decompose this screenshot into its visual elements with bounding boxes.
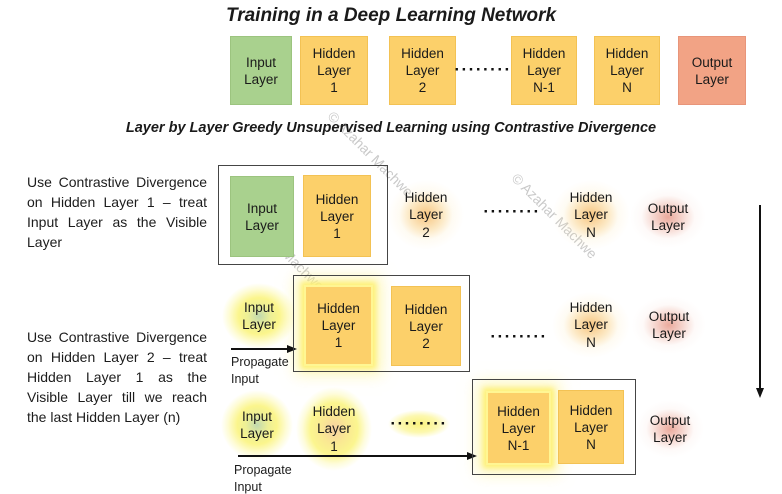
network-input-layer-box: Input Layer bbox=[230, 36, 292, 105]
network-hidden-layer-2-box: Hidden Layer 2 bbox=[389, 36, 456, 105]
step1-hidden-layer-n-faded: Hidden Layer N bbox=[552, 180, 630, 250]
step1-ellipsis-connector: ········ bbox=[483, 202, 541, 221]
step2-hidden-layer-2-box: Hidden Layer 2 bbox=[391, 286, 461, 366]
step3-ellipsis-connector: ········ bbox=[388, 410, 450, 438]
network-output-layer-box: Output Layer bbox=[678, 36, 746, 105]
step2-description: Use Contrastive Divergence on Hidden Lay… bbox=[27, 329, 207, 425]
step1-description: Use Contrastive Divergence on Hidden Lay… bbox=[27, 174, 207, 250]
step2-propagate-label: Propagate Input bbox=[231, 355, 289, 386]
network-hidden-layer-1-box: Hidden Layer 1 bbox=[300, 36, 368, 105]
step1-hidden-layer-2-faded: Hidden Layer 2 bbox=[388, 180, 464, 250]
step2-output-layer-faded: Output Layer bbox=[632, 296, 706, 354]
network-hidden-layer-n1-box: Hidden Layer N-1 bbox=[511, 36, 577, 105]
step2-hidden-layer-1-box: Hidden Layer 1 bbox=[304, 285, 373, 366]
step3-hidden-layer-n1-box: Hidden Layer N-1 bbox=[486, 391, 551, 465]
step1-input-layer-box: Input Layer bbox=[230, 176, 294, 257]
step2-input-layer-highlight: Input Layer bbox=[222, 283, 296, 349]
diagram-subtitle: Layer by Layer Greedy Unsupervised Learn… bbox=[125, 120, 657, 136]
step3-hidden-layer-n-box: Hidden Layer N bbox=[558, 390, 624, 464]
step2-propagate-arrow-head-icon bbox=[287, 345, 297, 353]
step1-hidden-layer-1-box: Hidden Layer 1 bbox=[303, 175, 371, 257]
step3-propagate-label: Propagate Input bbox=[234, 463, 292, 494]
progression-arrow-line bbox=[759, 205, 761, 389]
network-hidden-layer-n-box: Hidden Layer N bbox=[594, 36, 660, 105]
step3-input-layer-highlight: Input Layer bbox=[221, 390, 293, 460]
step3-hidden-layer-1-highlight: Hidden Layer 1 bbox=[296, 387, 372, 471]
diagram-title: Training in a Deep Learning Network bbox=[225, 5, 557, 26]
progression-arrow-head-icon bbox=[755, 388, 764, 398]
step3-output-layer-faded: Output Layer bbox=[636, 400, 704, 458]
step1-output-layer-faded: Output Layer bbox=[630, 186, 706, 248]
step3-propagate-arrow-line bbox=[238, 455, 468, 457]
step3-propagate-arrow-head-icon bbox=[467, 452, 477, 460]
network-ellipsis-connector: ········ bbox=[454, 59, 512, 79]
step2-hidden-layer-n-faded: Hidden Layer N bbox=[552, 292, 630, 358]
step2-propagate-arrow-line bbox=[231, 348, 288, 350]
step2-ellipsis-connector: ········ bbox=[490, 327, 548, 346]
